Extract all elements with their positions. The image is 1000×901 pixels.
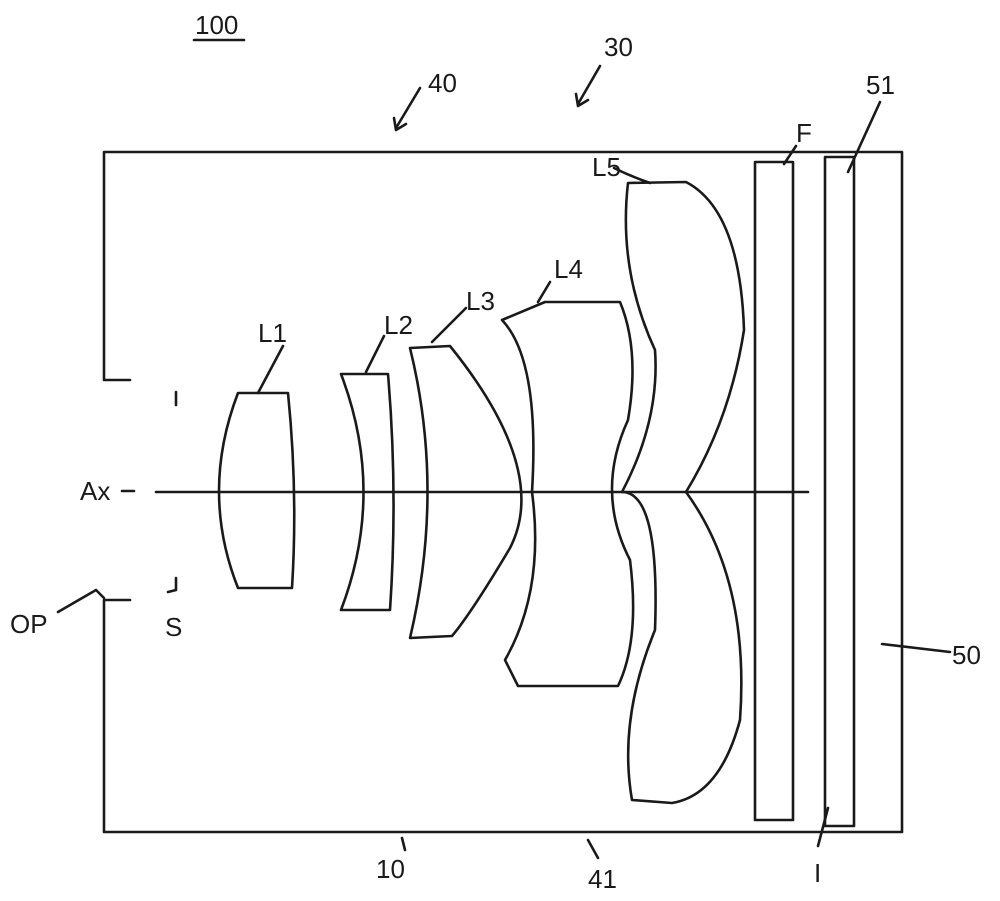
label-40: 40 — [428, 68, 457, 98]
label-i: I — [814, 858, 821, 888]
label-50: 50 — [952, 640, 981, 670]
label-l2: L2 — [384, 310, 413, 340]
leader-arrow-30 — [578, 66, 600, 104]
label-l3: L3 — [466, 286, 495, 316]
label-op: OP — [10, 609, 48, 639]
label-10: 10 — [376, 854, 405, 884]
label-l4: L4 — [554, 254, 583, 284]
label-f: F — [796, 118, 812, 148]
label-s: S — [165, 612, 182, 642]
leader-51 — [848, 102, 880, 172]
leader-op — [58, 590, 104, 612]
figure-number: 100 — [195, 10, 238, 40]
label-51: 51 — [866, 70, 895, 100]
leader-l4 — [538, 282, 550, 302]
leader-41 — [588, 840, 598, 858]
leader-l2 — [366, 336, 384, 372]
leader-10 — [402, 838, 405, 850]
aperture-stop-bottom — [168, 578, 176, 592]
lens-l1 — [219, 393, 294, 588]
leader-arrow-40 — [396, 88, 420, 128]
cover-plate — [825, 157, 854, 826]
leader-50 — [882, 644, 950, 652]
label-30: 30 — [604, 32, 633, 62]
leader-l1 — [258, 346, 283, 393]
label-l1: L1 — [258, 318, 287, 348]
label-l5: L5 — [592, 152, 621, 182]
label-41: 41 — [588, 864, 617, 894]
label-ax: Ax — [80, 476, 110, 506]
leader-l3 — [432, 308, 466, 342]
